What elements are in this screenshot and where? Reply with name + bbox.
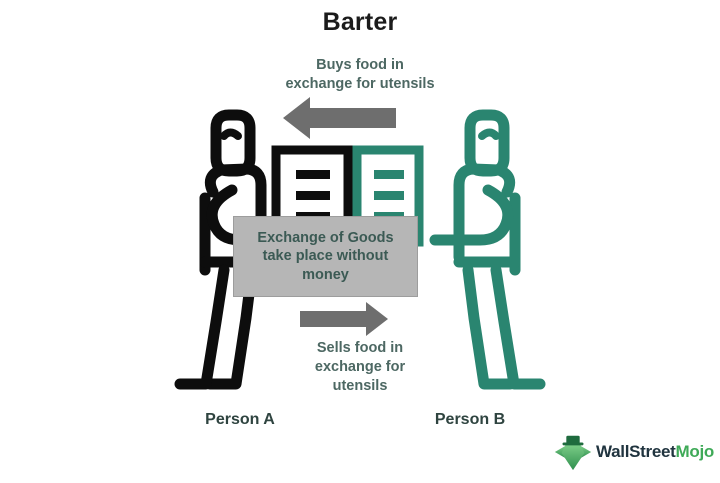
- caption-sells-food: Sells food in exchange for utensils: [314, 340, 406, 395]
- wallstreetmojo-wordmark: WallStreetMojo: [596, 442, 714, 462]
- arrow-right: [300, 302, 388, 336]
- exchange-note-box: Exchange of Goods take place without mon…: [233, 216, 418, 297]
- exchange-note-text: Exchange of Goods take place without mon…: [257, 229, 394, 283]
- arrow-left: [283, 97, 396, 139]
- person-b-figure: [429, 109, 546, 390]
- page-title: Barter: [322, 8, 398, 36]
- logo-word-mojo: Mojo: [675, 442, 715, 461]
- logo-word-wallstreet: WallStreet: [596, 442, 676, 461]
- person-a-label: Person A: [205, 411, 275, 428]
- caption-buys-food: Buys food in exchange for utensils: [285, 57, 435, 93]
- wallstreetmojo-mark-icon: [554, 435, 592, 471]
- person-b-label: Person B: [434, 411, 506, 428]
- wallstreetmojo-logo: WallStreetMojo: [552, 430, 714, 474]
